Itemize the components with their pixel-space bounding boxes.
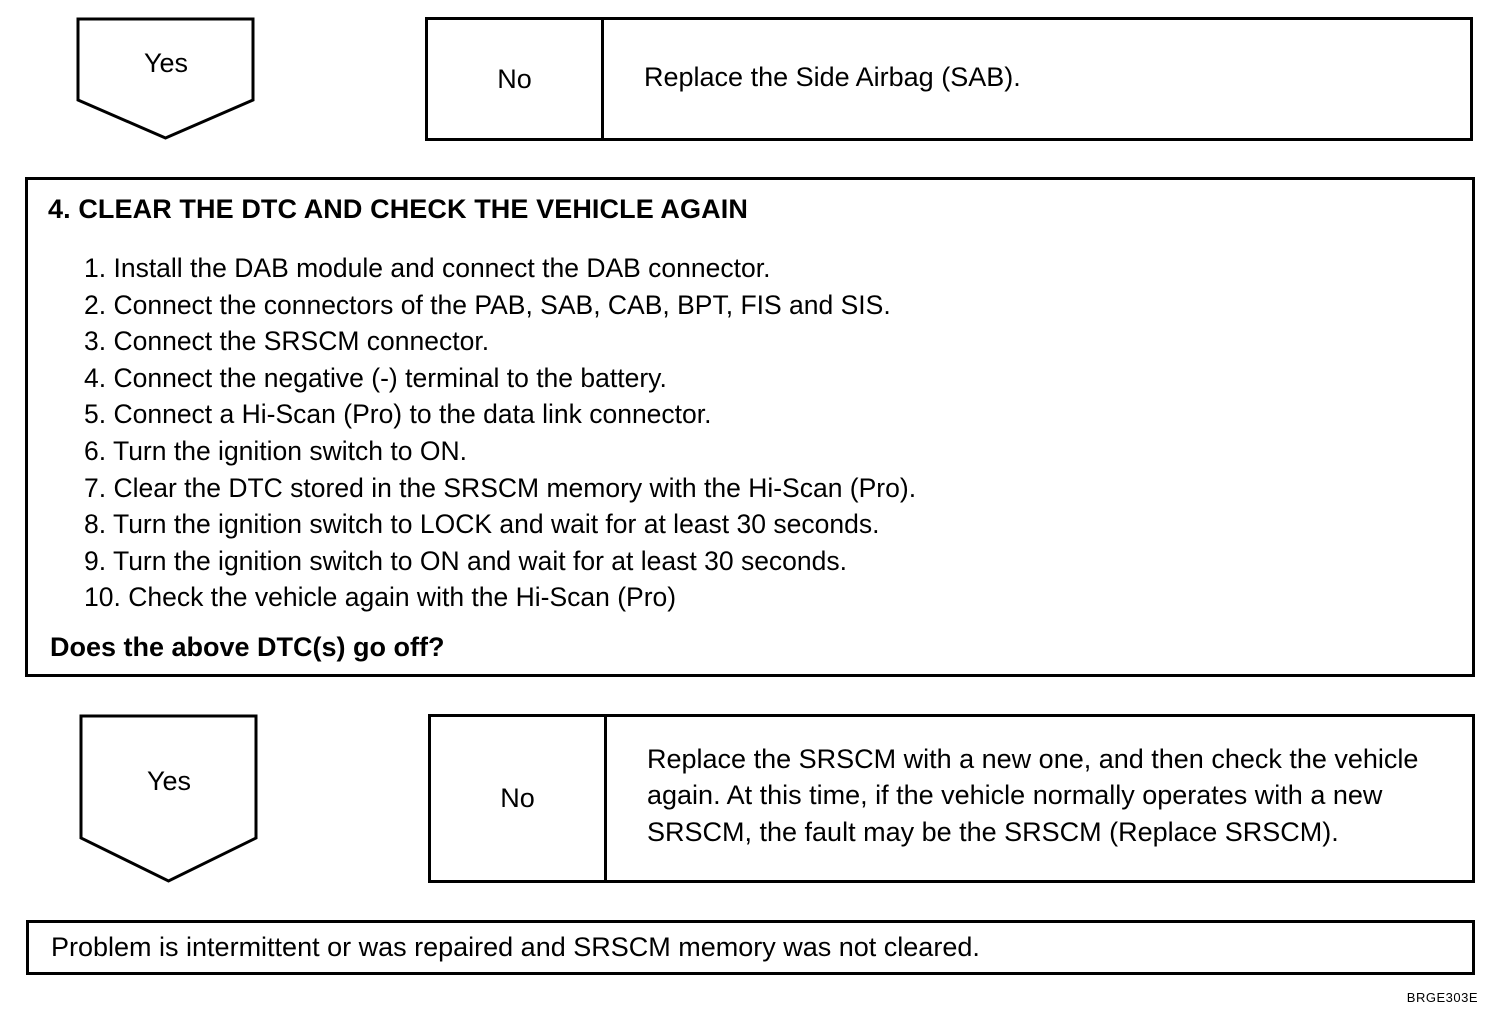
step-question: Does the above DTC(s) go off? [50, 632, 445, 662]
step-item: 2. Connect the connectors of the PAB, SA… [84, 289, 891, 320]
step-item: 7. Clear the DTC stored in the SRSCM mem… [84, 472, 917, 503]
step-item: 3. Connect the SRSCM connector. [84, 326, 490, 357]
step-item: 9. Turn the ignition switch to ON and wa… [84, 545, 848, 576]
no-action-box-bottom: No Replace the SRSCM with a new one, and… [428, 714, 1475, 883]
final-result-text: Problem is intermittent or was repaired … [51, 932, 980, 962]
step-item: 8. Turn the ignition switch to LOCK and … [84, 509, 880, 540]
no-action-text-bottom: Replace the SRSCM with a new one, and th… [647, 743, 1419, 847]
yes-arrow-top [76, 17, 255, 140]
final-result-box: Problem is intermittent or was repaired … [26, 920, 1475, 975]
step-item: 5. Connect a Hi-Scan (Pro) to the data l… [84, 399, 712, 430]
step-item: 4. Connect the negative (-) terminal to … [84, 362, 667, 393]
step-title: 4. CLEAR THE DTC AND CHECK THE VEHICLE A… [48, 194, 748, 224]
no-label-bottom: No [431, 717, 607, 880]
yes-arrow-bottom [79, 714, 258, 883]
step-item: 6. Turn the ignition switch to ON. [84, 435, 467, 466]
yes-label-bottom: Yes [146, 766, 192, 796]
step-list: 1. Install the DAB module and connect th… [84, 250, 916, 616]
no-label-top: No [428, 20, 604, 138]
no-action-box-top: No Replace the Side Airbag (SAB). [425, 17, 1473, 141]
yes-label-top: Yes [143, 48, 189, 78]
no-action-text-top: Replace the Side Airbag (SAB). [644, 61, 1021, 92]
step-box: 4. CLEAR THE DTC AND CHECK THE VEHICLE A… [25, 177, 1475, 677]
step-item: 10. Check the vehicle again with the Hi-… [84, 582, 677, 613]
figure-code: BRGE303E [1406, 990, 1478, 1005]
step-item: 1. Install the DAB module and connect th… [84, 253, 771, 283]
